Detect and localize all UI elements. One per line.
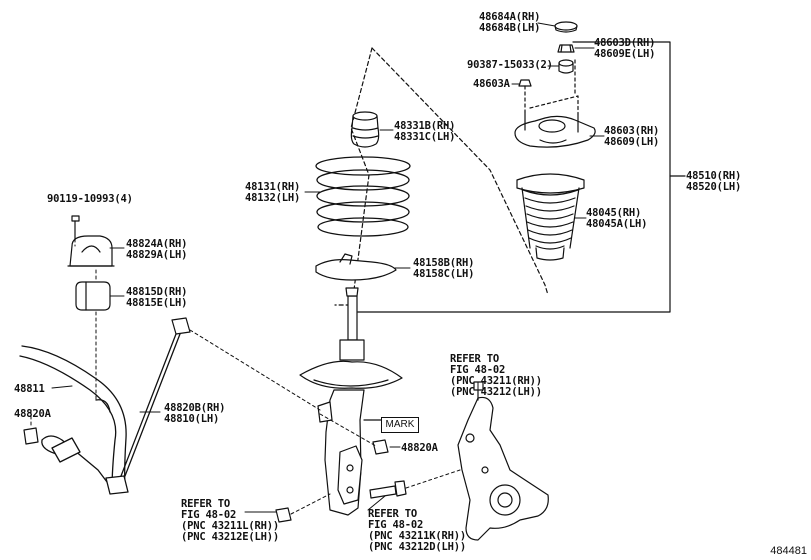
label-line: 48815E(LH): [126, 297, 188, 309]
label-48603: 48603(RH)48609(LH): [604, 126, 659, 148]
figure-number: 484481: [770, 545, 807, 557]
label-line: 48045A(LH): [586, 218, 648, 230]
label-48820a-left: 48820A: [14, 409, 51, 420]
label-48158: 48158B(RH)48158C(LH): [413, 258, 474, 280]
label-line: 48609E(LH): [594, 48, 656, 60]
label-48824: 48824A(RH)48829A(LH): [126, 239, 187, 261]
label-line: 48132(LH): [245, 192, 301, 204]
label-line: 48510(RH): [686, 170, 742, 182]
part-48815-bushing: [75, 281, 111, 311]
label-line: REFER TO: [450, 353, 499, 365]
label-line: 48824A(RH): [126, 238, 188, 250]
label-line: 48684A(RH): [479, 11, 541, 23]
label-line: 48158B(RH): [413, 257, 475, 269]
label-line: 48829A(LH): [126, 249, 188, 261]
label-line: 48045(RH): [586, 207, 642, 219]
leader-lines: [51, 22, 605, 513]
label-48131: 48131(RH)48132(LH): [245, 182, 300, 204]
part-48684-cap: [554, 21, 578, 33]
part-strut-bolt: [369, 480, 407, 499]
label-line: (PNC 43211L(RH)): [181, 520, 279, 532]
part-48820b-link: [120, 317, 191, 477]
guide-lines: [30, 220, 461, 515]
label-line: 90387-15033(2): [467, 59, 553, 71]
part-48158-seat: [315, 253, 397, 281]
label-line: (PNC 43212D(LH)): [368, 541, 466, 553]
label-line: 48603D(RH): [594, 37, 656, 49]
part-48131-spring: [315, 156, 411, 237]
label-line: REFER TO: [368, 508, 417, 520]
label-line: 48815D(RH): [126, 286, 188, 298]
label-line: 48810(LH): [164, 413, 220, 425]
label-line: 48131(RH): [245, 181, 301, 193]
label-line: 48520(LH): [686, 181, 742, 193]
bracket-48510: [357, 41, 671, 313]
label-line: FIG 48-02: [368, 519, 424, 531]
label-line: (PNC 43211K(RH)): [368, 530, 466, 542]
label-48811: 48811: [14, 384, 45, 395]
label-line: 48811: [14, 383, 45, 395]
label-line: 48331B(RH): [394, 120, 456, 132]
mark-box: MARK: [381, 417, 419, 433]
label-line: FIG 48-02: [450, 364, 506, 376]
part-48820a-mid-nut: [372, 439, 389, 455]
label-line: FIG 48-02: [181, 509, 237, 521]
label-48820a-mid: 48820A: [401, 443, 438, 454]
part-knuckle: [457, 381, 549, 541]
label-48331: 48331B(RH)48331C(LH): [394, 121, 455, 143]
part-48820a-left-nut: [23, 427, 39, 445]
part-strut-nut: [275, 507, 292, 523]
label-48820b: 48820B(RH)48810(LH): [164, 403, 225, 425]
label-line: REFER TO: [181, 498, 230, 510]
part-48811-stabilizer-bar: [19, 345, 129, 495]
label-48815: 48815D(RH)48815E(LH): [126, 287, 187, 309]
label-48045: 48045(RH)48045A(LH): [586, 208, 647, 230]
part-48603d-nut: [557, 44, 575, 53]
part-48603a-nut: [518, 59, 579, 115]
part-48331-bumpstop: [350, 111, 380, 148]
label-48603a: 48603A: [473, 79, 510, 90]
label-48510: 48510(RH)48520(LH): [686, 171, 741, 193]
label-48603d: 48603D(RH)48609E(LH): [594, 38, 655, 60]
label-90119: 90119-10993(4): [47, 194, 133, 205]
label-line: 48158C(LH): [413, 268, 475, 280]
label-90387: 90387-15033(2): [467, 60, 553, 71]
label-line: 48603A: [473, 78, 510, 90]
label-line: 48609(LH): [604, 136, 660, 148]
part-90387-bushing: [558, 59, 574, 74]
label-line: 48684B(LH): [479, 22, 541, 34]
part-48045-bellows: [516, 173, 585, 261]
part-48603-upper-mount: [514, 111, 596, 148]
label-line: 48331C(LH): [394, 131, 456, 143]
label-line: 48603(RH): [604, 125, 660, 137]
label-line: 48820B(RH): [164, 402, 226, 414]
label-line: (PNC 43211(RH)): [450, 375, 542, 387]
part-strut: [299, 287, 403, 516]
label-line: (PNC 43212E(LH)): [181, 531, 279, 543]
label-line: (PNC 43212(LH)): [450, 386, 542, 398]
part-48824-bracket: [67, 235, 115, 267]
label-line: 90119-10993(4): [47, 193, 133, 205]
label-48684: 48684A(RH)48684B(LH): [479, 12, 540, 34]
label-line: 48820A: [14, 408, 51, 420]
label-line: 48820A: [401, 442, 438, 454]
